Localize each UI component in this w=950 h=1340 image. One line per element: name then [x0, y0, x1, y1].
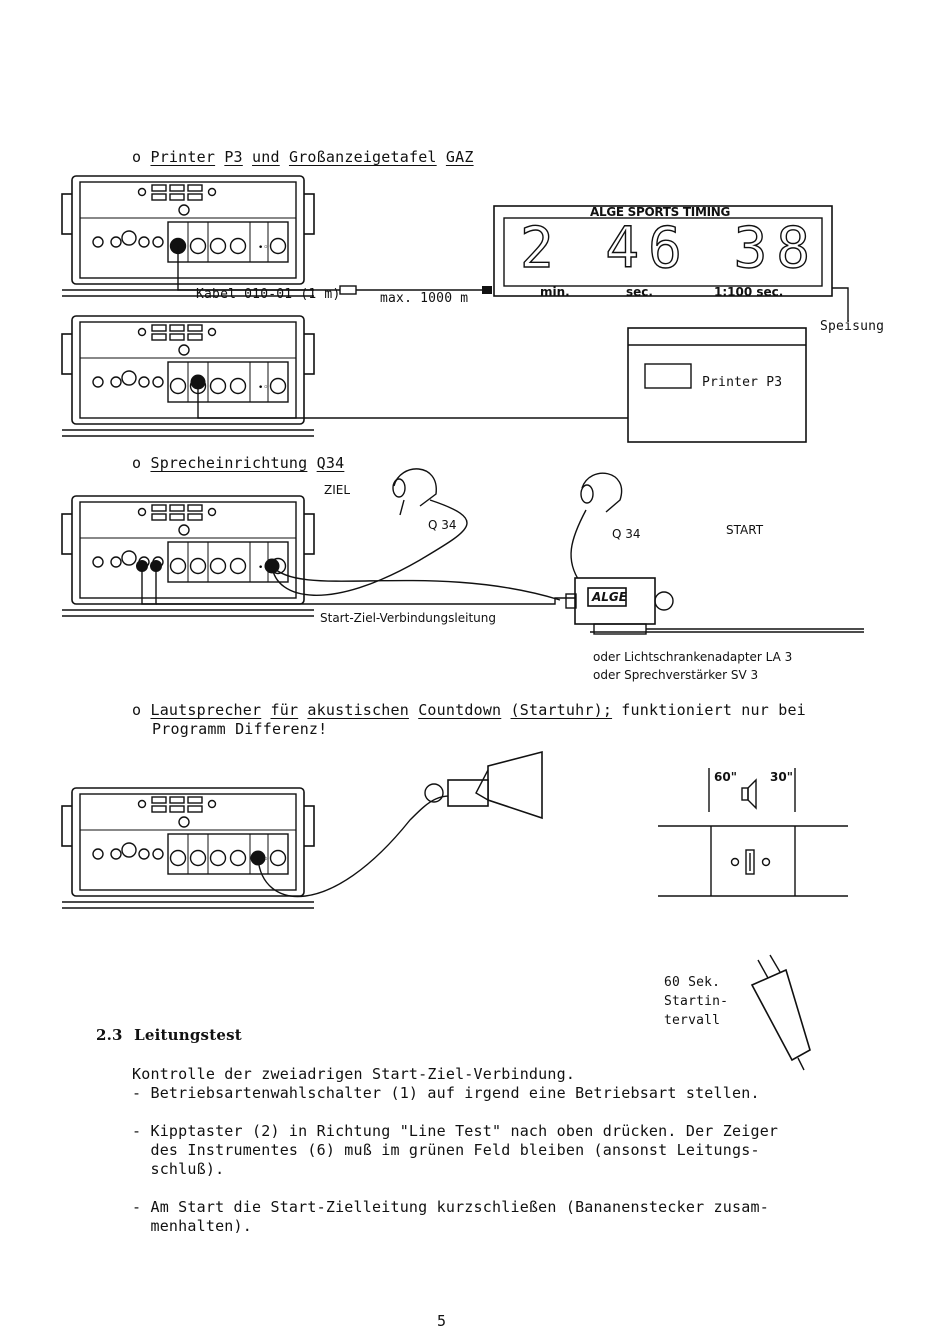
heading-word: Lautsprecher: [150, 701, 262, 719]
start-label: START: [726, 523, 764, 537]
max-label: max. 1000 m: [380, 291, 469, 306]
start-ziel-label: Start-Ziel-Verbindungsleitung: [320, 611, 496, 625]
q34-ziel-label: Q 34: [428, 518, 457, 532]
scoreboard-digits: 2 46 38: [519, 215, 820, 281]
heading-word: P3: [224, 148, 243, 166]
printer-label: Printer P3: [702, 375, 783, 390]
list-item-cont: menhalten).: [132, 1217, 252, 1235]
heading-word: GAZ: [445, 148, 474, 166]
scoreboard-sec: sec.: [626, 285, 653, 299]
scoreboard-brand: ALGE SPORTS TIMING: [590, 205, 731, 219]
heading-word: (Startuhr);: [510, 701, 613, 719]
page-number: 5: [437, 1312, 447, 1330]
alge-logo: ALGE: [592, 590, 627, 604]
bullet: o: [132, 454, 142, 472]
section-heading: 2.3 Leitungstest: [96, 1026, 242, 1044]
heading-word: Countdown: [418, 701, 502, 719]
q34-start-label: Q 34: [612, 527, 641, 541]
section-number: 2.3: [96, 1026, 123, 1044]
section-intro: Kontrolle der zweiadrigen Start-Ziel-Ver…: [132, 1065, 576, 1083]
speisung-label: Speisung: [820, 319, 885, 334]
oder-label-2: oder Sprechverstärker SV 3: [593, 668, 759, 682]
oder-label-1: oder Lichtschrankenadapter LA 3: [593, 650, 793, 664]
sec60-label: 60": [714, 770, 737, 784]
interval-label-3: tervall: [664, 1013, 721, 1028]
list-item: - Kipptaster (2) in Richtung "Line Test"…: [132, 1122, 779, 1140]
heading-tail: funktioniert nur bei: [621, 701, 806, 719]
heading-word: Großanzeigetafel: [288, 148, 437, 166]
heading-word: Sprecheinrichtung: [150, 454, 308, 472]
list-item-cont: des Instrumentes (6) muß im grünen Feld …: [132, 1141, 760, 1159]
heading-word: akustischen: [307, 701, 409, 719]
scoreboard-hundredths: 1:100 sec.: [714, 285, 784, 299]
laut-heading-line2: Programm Differenz!: [152, 720, 328, 738]
heading-word: und: [252, 148, 280, 166]
laut-heading: o Lautsprecher für akustischen Countdown…: [132, 701, 806, 719]
ziel-label: ZIEL: [324, 483, 351, 497]
heading-word: Q34: [316, 454, 345, 472]
sec30-label: 30": [770, 770, 793, 784]
printer-heading: o Printer P3 und Großanzeigetafel GAZ: [132, 148, 474, 166]
kabel-label: Kabel 010-01 (1 m): [196, 287, 341, 302]
section-title: Leitungstest: [134, 1026, 242, 1044]
list-item-cont: schluß).: [132, 1160, 225, 1178]
list-item: - Betriebsartenwahlschalter (1) auf irge…: [132, 1084, 760, 1102]
interval-label-2: Startin-: [664, 994, 729, 1009]
sprech-heading: o Sprecheinrichtung Q34: [132, 454, 344, 472]
bullet: o: [132, 148, 142, 166]
scoreboard-min: min.: [540, 285, 570, 299]
bullet: o: [132, 701, 142, 719]
list-item: - Am Start die Start-Zielleitung kurzsch…: [132, 1198, 769, 1216]
interval-label-1: 60 Sek.: [664, 975, 721, 990]
heading-word: für: [270, 701, 299, 719]
heading-word: Printer: [150, 148, 216, 166]
